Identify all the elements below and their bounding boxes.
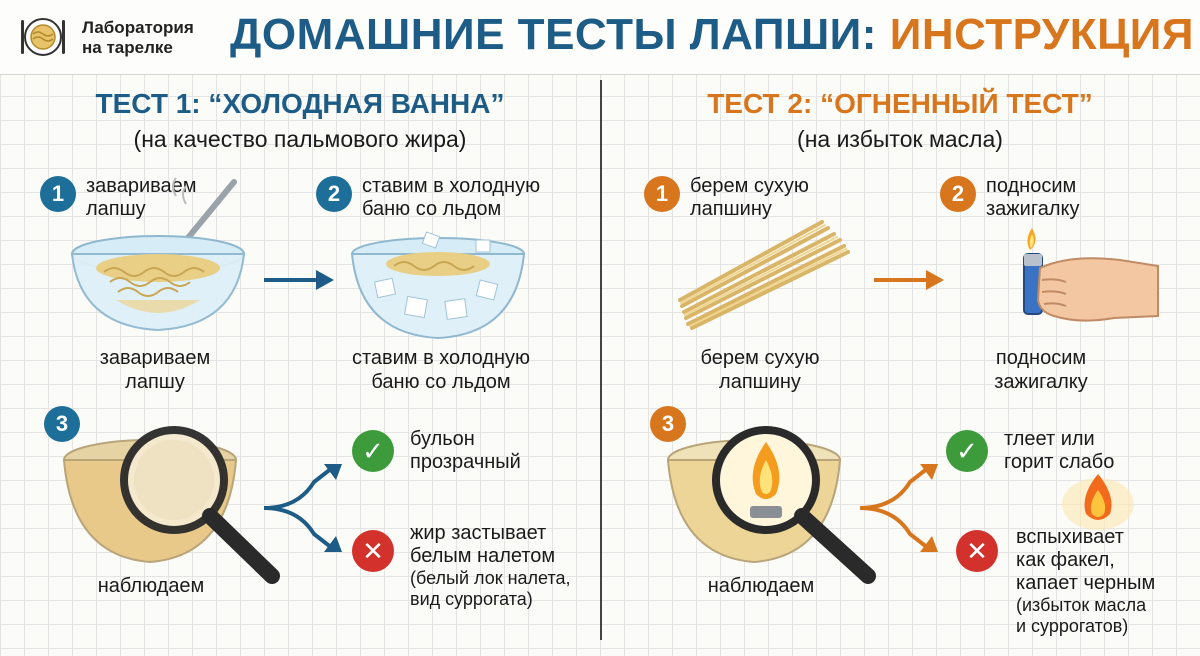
test1-bad-line1: жир застывает xyxy=(410,522,547,544)
arrow-right-icon xyxy=(264,270,334,290)
test1-good-line2: прозрачный xyxy=(410,451,521,473)
test2-good-line2: горит слабо xyxy=(1004,451,1115,473)
dry-noodles-icon xyxy=(678,220,850,330)
fire-icon xyxy=(1062,474,1134,530)
test2-title: ТЕСТ 2: “ОГНЕННЫЙ ТЕСТ” xyxy=(707,88,1093,119)
fork-arrow-icon xyxy=(859,464,938,552)
header-bar xyxy=(0,0,1200,75)
test1-step2-caption-line1: ставим в холодную xyxy=(351,347,531,369)
brand-line-1: Лаборатория xyxy=(82,18,194,37)
page-title-main: ДОМАШНИЕ ТЕСТЫ ЛАПШИ: xyxy=(230,10,890,59)
test1-step2-badge: 2 xyxy=(316,176,352,212)
test1-step1-caption: завариваем лапшу xyxy=(70,346,240,394)
test2-step3-caption: наблюдаем xyxy=(707,575,815,597)
test2-good-result: тлеет или горит слабо xyxy=(1004,428,1114,474)
check-mark-icon: ✓ xyxy=(946,430,988,472)
test2-step1-label-line2: лапшину xyxy=(690,198,772,220)
test1-step3-caption: наблюдаем xyxy=(97,575,205,597)
test2-step2-label-line1: подносим xyxy=(986,175,1077,197)
test1-step1-label: завариваем лапшу xyxy=(86,175,197,221)
column-divider xyxy=(600,80,602,640)
test2-step1-label: берем сухую лапшину xyxy=(690,175,809,221)
page-title-accent: ИНСТРУКЦИЯ xyxy=(889,10,1195,59)
bowl-with-ice-icon xyxy=(350,231,526,340)
test1-step1-label-line1: завариваем xyxy=(86,175,197,197)
test1-step1-label-line2: лапшу xyxy=(86,198,146,220)
test2-bad-result: вспыхивает как факел, капает черным (изб… xyxy=(1016,526,1155,637)
test1-good-result: бульон прозрачный xyxy=(410,428,521,474)
test2-bad-note1: (избыток масла xyxy=(1016,595,1147,615)
bowl-with-flame-magnifier-icon xyxy=(666,426,876,584)
bowl-with-magnifier-icon xyxy=(62,426,280,584)
test2-subtitle: (на избыток масла) xyxy=(797,126,1003,152)
check-mark-icon: ✓ xyxy=(352,430,394,472)
test1-step2-label: ставим в холодную баню со льдом xyxy=(362,175,540,221)
test2-step2-label-line2: зажигалку xyxy=(986,198,1080,220)
test1-bad-line2: белым налетом xyxy=(410,545,556,567)
test1-step2-label-line2: баню со льдом xyxy=(362,198,502,220)
test1-step2-caption-line2: баню со льдом xyxy=(371,371,511,393)
test1-step1-caption-line2: лапшу xyxy=(125,371,185,393)
test1-subtitle: (на качество пальмового жира) xyxy=(133,126,467,152)
test1-bad-note1: (белый лок налета, xyxy=(410,568,571,588)
test2-step1-caption-line2: лапшину xyxy=(719,371,801,393)
test2-bad-note2: и суррогатов) xyxy=(1016,616,1129,636)
test2-step1-caption-line1: берем сухую xyxy=(700,347,820,369)
page-title: ДОМАШНИЕ ТЕСТЫ ЛАПШИ: ИНСТРУКЦИЯ xyxy=(230,10,1194,60)
test2-step2-label: подносим зажигалку xyxy=(986,175,1079,221)
hand-with-lighter-icon xyxy=(1023,228,1159,322)
test2-step1-label-line1: берем сухую xyxy=(690,175,809,197)
test1-step2-caption: ставим в холодную баню со льдом xyxy=(336,346,546,394)
test2-good-line1: тлеет или xyxy=(1004,428,1095,450)
test1-step3-badge: 3 xyxy=(44,406,80,442)
test1-bad-note2: вид суррогата) xyxy=(410,589,533,609)
brand-name: Лаборатория на тарелке xyxy=(82,18,194,58)
test2-step1-badge: 1 xyxy=(644,176,680,212)
test2-step2-caption-line1: подносим xyxy=(995,347,1087,369)
test1-title: ТЕСТ 1: “ХОЛОДНАЯ ВАННА” xyxy=(95,88,505,119)
test2-step1-caption: берем сухую лапшину xyxy=(670,346,850,394)
test1-step1-caption-line1: завариваем xyxy=(99,347,211,369)
test1-step2-label-line1: ставим в холодную xyxy=(362,175,541,197)
test2-step2-caption-line2: зажигалку xyxy=(994,371,1088,393)
arrow-right-icon xyxy=(874,270,944,290)
test1-step1-badge: 1 xyxy=(40,176,76,212)
logo-icon xyxy=(21,18,65,56)
bowl-with-noodles-icon xyxy=(70,177,246,332)
brand-line-2: на тарелке xyxy=(82,38,173,57)
test1-good-line1: бульон xyxy=(410,428,475,450)
test2-step2-caption: подносим зажигалку xyxy=(966,346,1116,394)
test1-bad-result: жир застывает белым налетом (белый лок н… xyxy=(410,522,571,610)
test2-bad-line3: капает черным xyxy=(1016,572,1156,594)
test2-step2-badge: 2 xyxy=(940,176,976,212)
test2-bad-line2: как факел, xyxy=(1016,549,1115,571)
fork-arrow-icon xyxy=(263,464,342,552)
cross-mark-icon: ✕ xyxy=(352,530,394,572)
test2-bad-line1: вспыхивает xyxy=(1016,526,1124,548)
test2-step3-badge: 3 xyxy=(650,406,686,442)
cross-mark-icon: ✕ xyxy=(956,530,998,572)
